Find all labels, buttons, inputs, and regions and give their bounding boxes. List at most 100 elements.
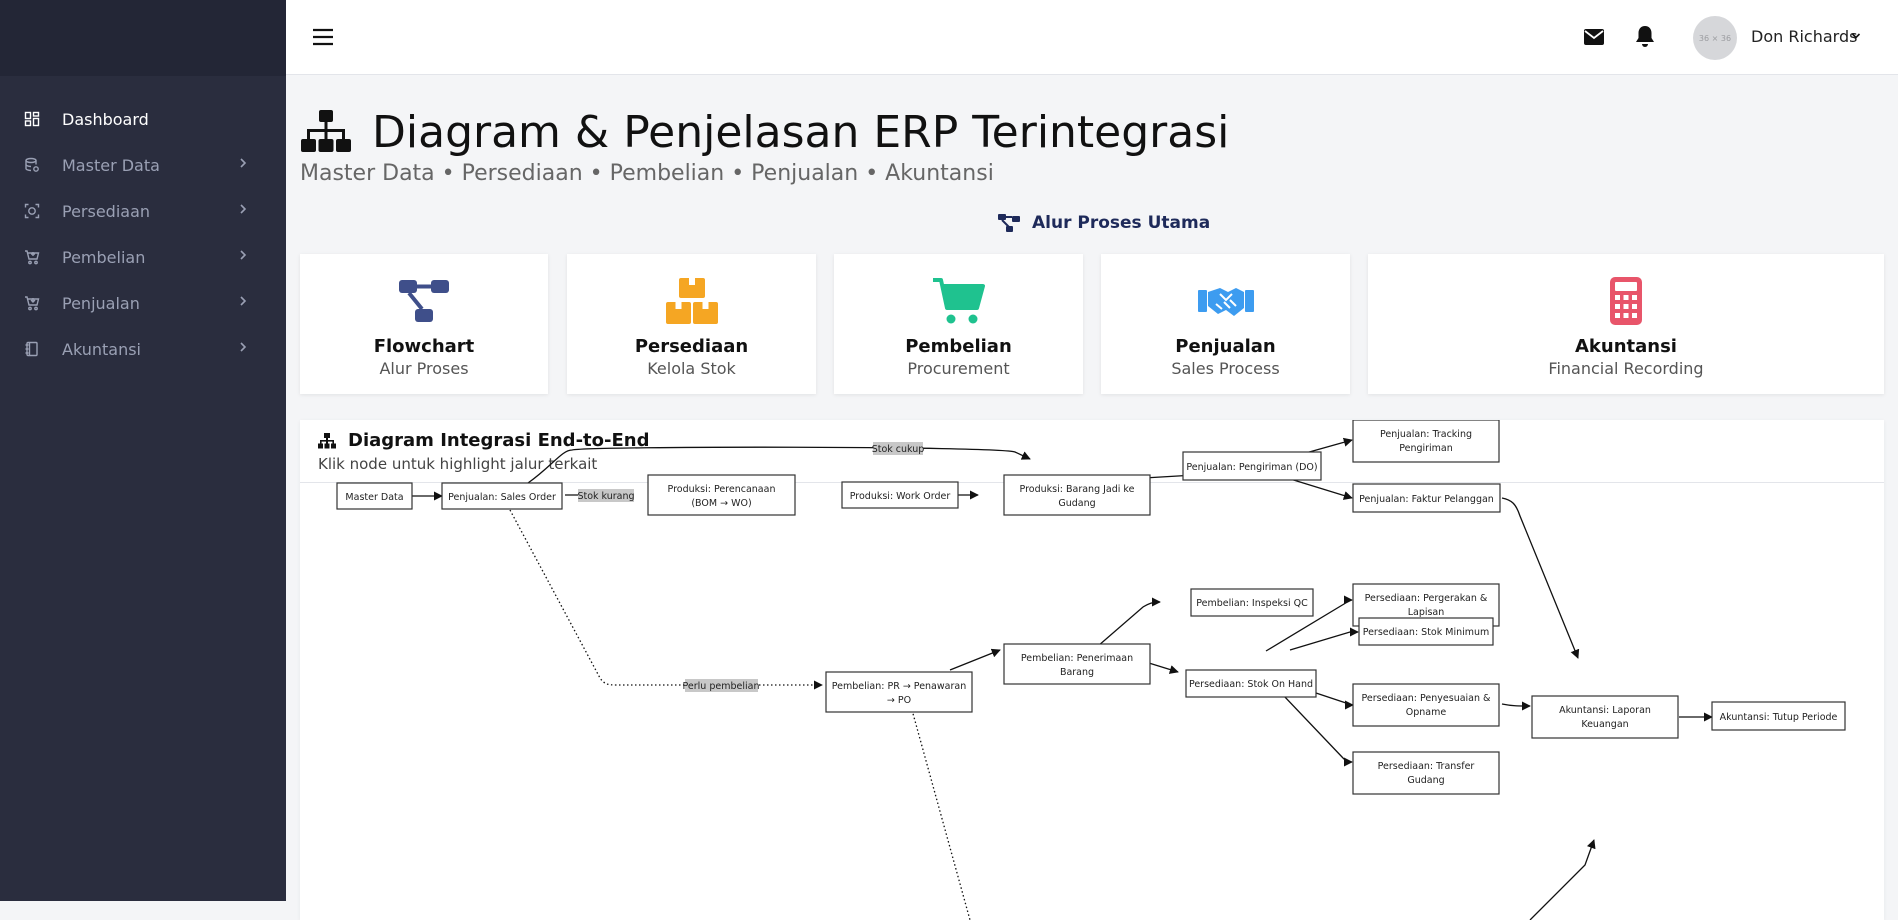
node-penerimaan-barang[interactable]: Pembelian: Penerimaan Barang: [1003, 643, 1151, 685]
cart-icon: [24, 249, 40, 265]
node-tutup-periode[interactable]: Akuntansi: Tutup Periode: [1711, 701, 1846, 731]
sitemap-icon: [301, 110, 351, 152]
sidebar-item-persediaan[interactable]: Persediaan: [0, 188, 286, 234]
node-label: Pembelian: PR → Penawaran: [832, 681, 966, 692]
node-label: Penjualan: Sales Order: [448, 492, 556, 503]
hamburger-menu-icon[interactable]: [312, 26, 334, 48]
node-perencanaan[interactable]: Produksi: Perencanaan (BOM → WO): [647, 474, 796, 516]
node-label: Opname: [1406, 707, 1447, 718]
card-subtitle: Financial Recording: [1548, 359, 1704, 378]
flowchart-small-icon: [998, 214, 1020, 232]
card-persediaan[interactable]: Persediaan Kelola Stok: [567, 254, 816, 394]
edge-label-bg: [873, 442, 923, 455]
sidebar-item-dashboard[interactable]: Dashboard: [0, 96, 286, 142]
user-name[interactable]: Don Richards: [1751, 27, 1858, 46]
edge-label-stok-kurang: Stok kurang: [577, 491, 634, 502]
cart-icon: [24, 295, 40, 311]
sidebar-item-pembelian[interactable]: Pembelian: [0, 234, 286, 280]
sidebar-item-label: Master Data: [62, 155, 160, 175]
sidebar-item-label: Dashboard: [62, 109, 149, 129]
node-work-order[interactable]: Produksi: Work Order: [841, 481, 959, 509]
node-label: Penjualan: Tracking: [1380, 429, 1472, 440]
edge-label-perlu-pembelian: Perlu pembelian: [683, 681, 760, 692]
node-inspeksi-qc[interactable]: Pembelian: Inspeksi QC: [1190, 588, 1314, 617]
chevron-right-icon: [240, 250, 247, 260]
node-label: Persediaan: Transfer: [1378, 761, 1475, 772]
edge-so-do: [527, 446, 1031, 484]
diagram-panel: Diagram Integrasi End-to-End Klik node u…: [300, 420, 1884, 920]
sidebar-item-penjualan[interactable]: Penjualan: [0, 280, 286, 326]
main-process-title: Alur Proses Utama: [1032, 213, 1211, 233]
card-title: Penjualan: [1175, 336, 1276, 357]
sidebar-item-master-data[interactable]: Master Data: [0, 142, 286, 188]
diagram-subtitle: Klik node untuk highlight jalur terkait: [318, 455, 598, 473]
diagram-title: Diagram Integrasi End-to-End: [318, 430, 649, 451]
node-barang-jadi[interactable]: Produksi: Barang Jadi ke Gudang: [1003, 474, 1151, 516]
calculator-icon: [1610, 277, 1642, 325]
sidebar-item-label: Akuntansi: [62, 339, 141, 359]
edge-tg-lk: [1529, 839, 1596, 920]
node-label: Produksi: Work Order: [850, 491, 951, 502]
card-title: Persediaan: [634, 336, 749, 357]
chevron-right-icon: [240, 296, 247, 306]
edge-sh-sm: [1289, 627, 1359, 651]
node-faktur[interactable]: Penjualan: Faktur Pelanggan: [1352, 483, 1501, 513]
node-label: Penjualan: Pengiriman (DO): [1186, 462, 1317, 473]
card-flowchart[interactable]: Flowchart Alur Proses: [300, 254, 548, 394]
avatar[interactable]: 36 × 36: [1693, 16, 1737, 60]
edge-pr-gr: [949, 648, 1001, 671]
flow-diagram: Stok cukup Stok kurang Perlu pembelian M…: [336, 420, 1846, 920]
node-stok-on-hand[interactable]: Persediaan: Stok On Hand: [1185, 669, 1317, 698]
node-label: Pembelian: Inspeksi QC: [1196, 598, 1308, 609]
sitemap-icon: [318, 432, 336, 448]
sidebar-brand: [0, 0, 286, 76]
edge-do-fp: [1286, 477, 1353, 500]
node-master-data[interactable]: Master Data: [336, 482, 413, 510]
node-label: Master Data: [345, 492, 403, 503]
node-label: (BOM → WO): [691, 498, 751, 509]
edge-po-lk: [1501, 701, 1531, 711]
page-subtitle: Master Data • Persediaan • Pembelian • P…: [300, 161, 994, 186]
node-sales-order[interactable]: Penjualan: Sales Order: [441, 482, 563, 510]
card-subtitle: Procurement: [907, 359, 1010, 378]
node-label: Keuangan: [1581, 719, 1628, 730]
card-penjualan[interactable]: Penjualan Sales Process: [1101, 254, 1350, 394]
chevron-right-icon: [240, 158, 247, 168]
node-tracking[interactable]: Penjualan: Tracking Pengiriman: [1352, 420, 1500, 463]
node-transfer-gudang[interactable]: Persediaan: Transfer Gudang: [1352, 751, 1500, 795]
sidebar: Dashboard Master Data Persediaan Pembeli…: [0, 0, 286, 901]
edge-sh-tg: [1264, 675, 1353, 767]
dashboard-icon: [24, 111, 40, 127]
mail-icon[interactable]: [1583, 26, 1605, 48]
node-penyesuaian[interactable]: Persediaan: Penyesuaian & Opname: [1352, 683, 1500, 727]
node-label: Persediaan: Stok On Hand: [1189, 679, 1313, 690]
node-pr-po[interactable]: Pembelian: PR → Penawaran → PO: [825, 671, 973, 713]
diagram-header: Diagram Integrasi End-to-End Klik node u…: [318, 430, 649, 473]
edge-pr-down: [911, 709, 971, 920]
card-pembelian[interactable]: Pembelian Procurement: [834, 254, 1083, 394]
node-label: Produksi: Perencanaan: [668, 484, 776, 495]
edge-label-bg: [578, 489, 634, 502]
card-subtitle: Sales Process: [1171, 359, 1280, 378]
handshake-icon: [1197, 288, 1254, 316]
edge-fp-lk: [1501, 497, 1580, 659]
card-akuntansi[interactable]: Akuntansi Financial Recording: [1368, 254, 1884, 394]
chevron-right-icon: [240, 342, 247, 352]
main-process-heading: Alur Proses Utama: [998, 213, 1210, 233]
card-title: Flowchart: [373, 336, 475, 357]
node-pengiriman[interactable]: Penjualan: Pengiriman (DO): [1182, 451, 1322, 481]
diagram-title-text: Diagram Integrasi End-to-End: [348, 430, 650, 451]
edge-so-pr: [509, 509, 823, 690]
node-label: Gudang: [1058, 498, 1095, 509]
node-laporan-keuangan[interactable]: Akuntansi: Laporan Keuangan: [1531, 695, 1679, 739]
node-label: Penjualan: Faktur Pelanggan: [1359, 494, 1494, 505]
bell-icon[interactable]: [1634, 24, 1656, 48]
chevron-down-icon[interactable]: [1851, 32, 1861, 40]
sidebar-item-akuntansi[interactable]: Akuntansi: [0, 326, 286, 372]
card-title: Pembelian: [905, 336, 1012, 357]
node-stok-minimum[interactable]: Persediaan: Stok Minimum: [1358, 617, 1494, 646]
box-icon: [24, 203, 40, 219]
node-label: Pembelian: Penerimaan: [1021, 653, 1133, 664]
edge-labels: Stok cukup Stok kurang Perlu pembelian: [577, 442, 924, 692]
node-label: Lapisan: [1408, 607, 1445, 618]
